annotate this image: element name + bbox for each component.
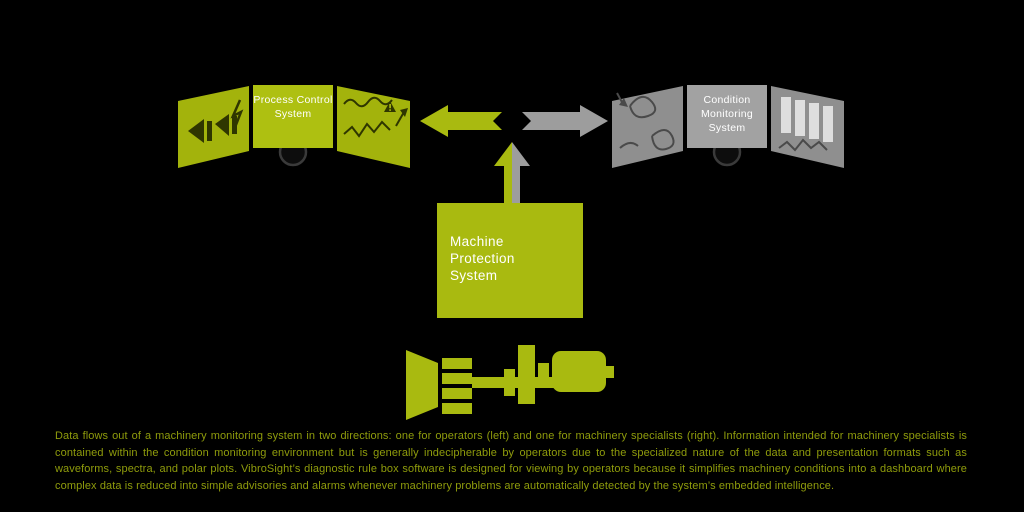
waveform-alert-icon — [343, 96, 408, 138]
junction-diamond-icon — [493, 102, 531, 140]
rewind-arrows-icon — [188, 99, 244, 143]
turbine-inlet — [406, 350, 438, 420]
bar-chart-icon — [778, 97, 833, 152]
process-panel-left — [178, 86, 249, 168]
turbine-generator-illustration — [406, 345, 614, 420]
machine-protection-box — [437, 203, 583, 318]
process-control-label: Process Control System — [253, 94, 333, 120]
caption-text: Data flows out of a machinery monitoring… — [55, 430, 967, 492]
process-panel-center — [253, 85, 333, 148]
flow-arrow-up-icon — [494, 142, 530, 203]
flow-arrows — [420, 102, 608, 203]
machine-protection-label: Machine Protection System — [450, 234, 515, 283]
flow-arrow-right-icon — [510, 105, 608, 137]
flow-arrow-left-icon — [420, 105, 514, 137]
generator — [552, 351, 606, 392]
condition-monitoring-monitors — [612, 85, 844, 168]
condition-panel-center — [687, 85, 767, 148]
orbit-plot-icon — [616, 92, 675, 151]
condition-monitoring-label: Condition Monitoring System — [700, 94, 754, 134]
process-control-monitors — [178, 85, 410, 168]
coupling — [518, 345, 535, 404]
shaft — [472, 377, 560, 388]
